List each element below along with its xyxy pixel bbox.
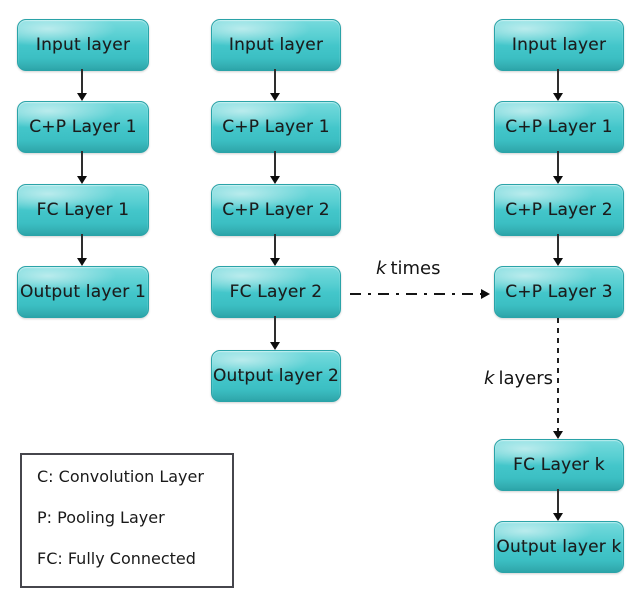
node-label: Output layer 1	[19, 282, 147, 302]
node-col1-fc-layer-1: FC Layer 1	[17, 184, 149, 236]
node-col2-output-layer-2: Output layer 2	[211, 350, 341, 402]
legend-item-convolution: C: Convolution Layer	[37, 467, 204, 486]
node-col3-cp-layer-3: C+P Layer 3	[494, 266, 624, 318]
node-col3-cp-layer-2: C+P Layer 2	[494, 184, 624, 236]
node-label: Output layer 2	[212, 366, 340, 386]
node-label: Input layer	[35, 35, 131, 55]
legend-item-pooling: P: Pooling Layer	[37, 508, 165, 527]
node-col3-output-layer-k: Output layer k	[494, 521, 624, 573]
node-label: FC Layer k	[513, 455, 605, 475]
arrow-down-icon	[269, 151, 281, 184]
node-label: C+P Layer 3	[505, 282, 613, 302]
arrow-down-icon	[76, 151, 88, 184]
node-label: C+P Layer 1	[505, 117, 613, 137]
node-label: C+P Layer 1	[29, 117, 137, 137]
node-label: Output layer k	[496, 537, 622, 557]
legend-item-fully-connected: FC: Fully Connected	[37, 549, 196, 568]
node-col2-cp-layer-2: C+P Layer 2	[211, 184, 341, 236]
node-label: C+P Layer 2	[505, 200, 613, 220]
k-layers-text: layers	[498, 368, 553, 389]
arrow-right-dashdot-icon	[350, 287, 490, 301]
arrow-down-icon	[552, 151, 564, 184]
node-label: Input layer	[228, 35, 324, 55]
arrow-down-icon	[552, 234, 564, 266]
node-label: C+P Layer 1	[222, 117, 330, 137]
node-col2-cp-layer-1: C+P Layer 1	[211, 101, 341, 153]
node-col3-cp-layer-1: C+P Layer 1	[494, 101, 624, 153]
node-col1-output-layer-1: Output layer 1	[17, 266, 149, 318]
k-symbol: k	[484, 368, 495, 389]
node-col2-input-layer: Input layer	[211, 19, 341, 71]
node-col2-fc-layer-2: FC Layer 2	[211, 266, 341, 318]
arrow-down-icon	[269, 69, 281, 101]
k-symbol: k	[376, 258, 387, 279]
arrow-down-icon	[269, 234, 281, 266]
legend-box: C: Convolution Layer P: Pooling Layer FC…	[20, 453, 234, 588]
node-col3-input-layer: Input layer	[494, 19, 624, 71]
arrow-down-icon	[76, 69, 88, 101]
node-label: FC Layer 2	[229, 282, 323, 302]
arrow-down-dashed-icon	[552, 318, 564, 439]
arrow-down-icon	[552, 69, 564, 101]
node-label: C+P Layer 2	[222, 200, 330, 220]
arrow-down-icon	[76, 234, 88, 266]
k-times-text: times	[390, 258, 441, 279]
arrow-down-icon	[269, 316, 281, 350]
node-label: Input layer	[511, 35, 607, 55]
node-col3-fc-layer-k: FC Layer k	[494, 439, 624, 491]
node-col1-input-layer: Input layer	[17, 19, 149, 71]
node-col1-cp-layer-1: C+P Layer 1	[17, 101, 149, 153]
node-label: FC Layer 1	[36, 200, 130, 220]
arrow-down-icon	[552, 489, 564, 521]
